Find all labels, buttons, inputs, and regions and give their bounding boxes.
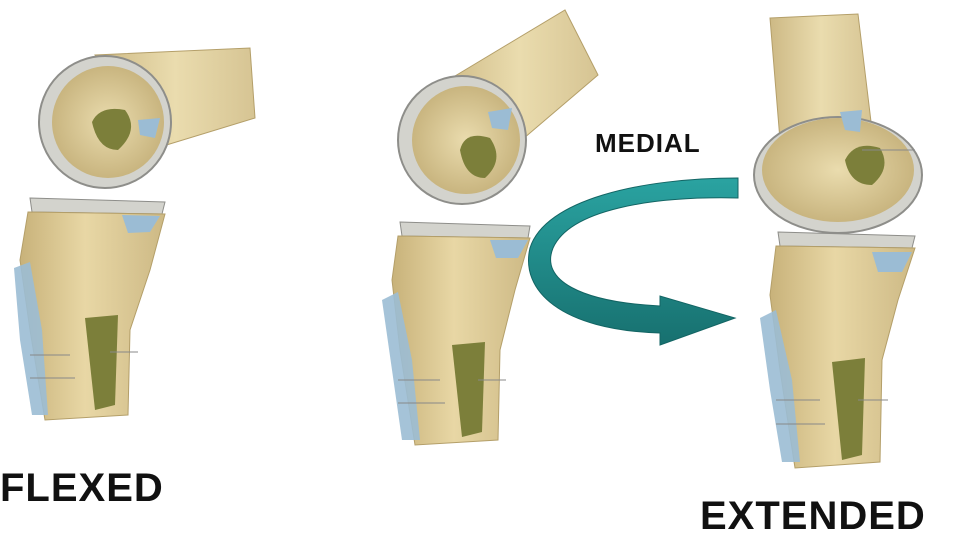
- medial-label: MEDIAL: [595, 128, 701, 159]
- tibial-plateau: [400, 222, 530, 238]
- femoral-condyle: [762, 118, 914, 222]
- flexed-label: FLEXED: [0, 466, 164, 511]
- tibial-plateau: [30, 198, 165, 214]
- knee-flexed-figure: [14, 48, 255, 420]
- medial-rotation-arrow: [529, 178, 738, 345]
- knee-extended-figure: [754, 14, 922, 468]
- extended-label: EXTENDED: [700, 494, 926, 539]
- arrow-body: [529, 178, 738, 345]
- tibial-plateau: [778, 232, 915, 248]
